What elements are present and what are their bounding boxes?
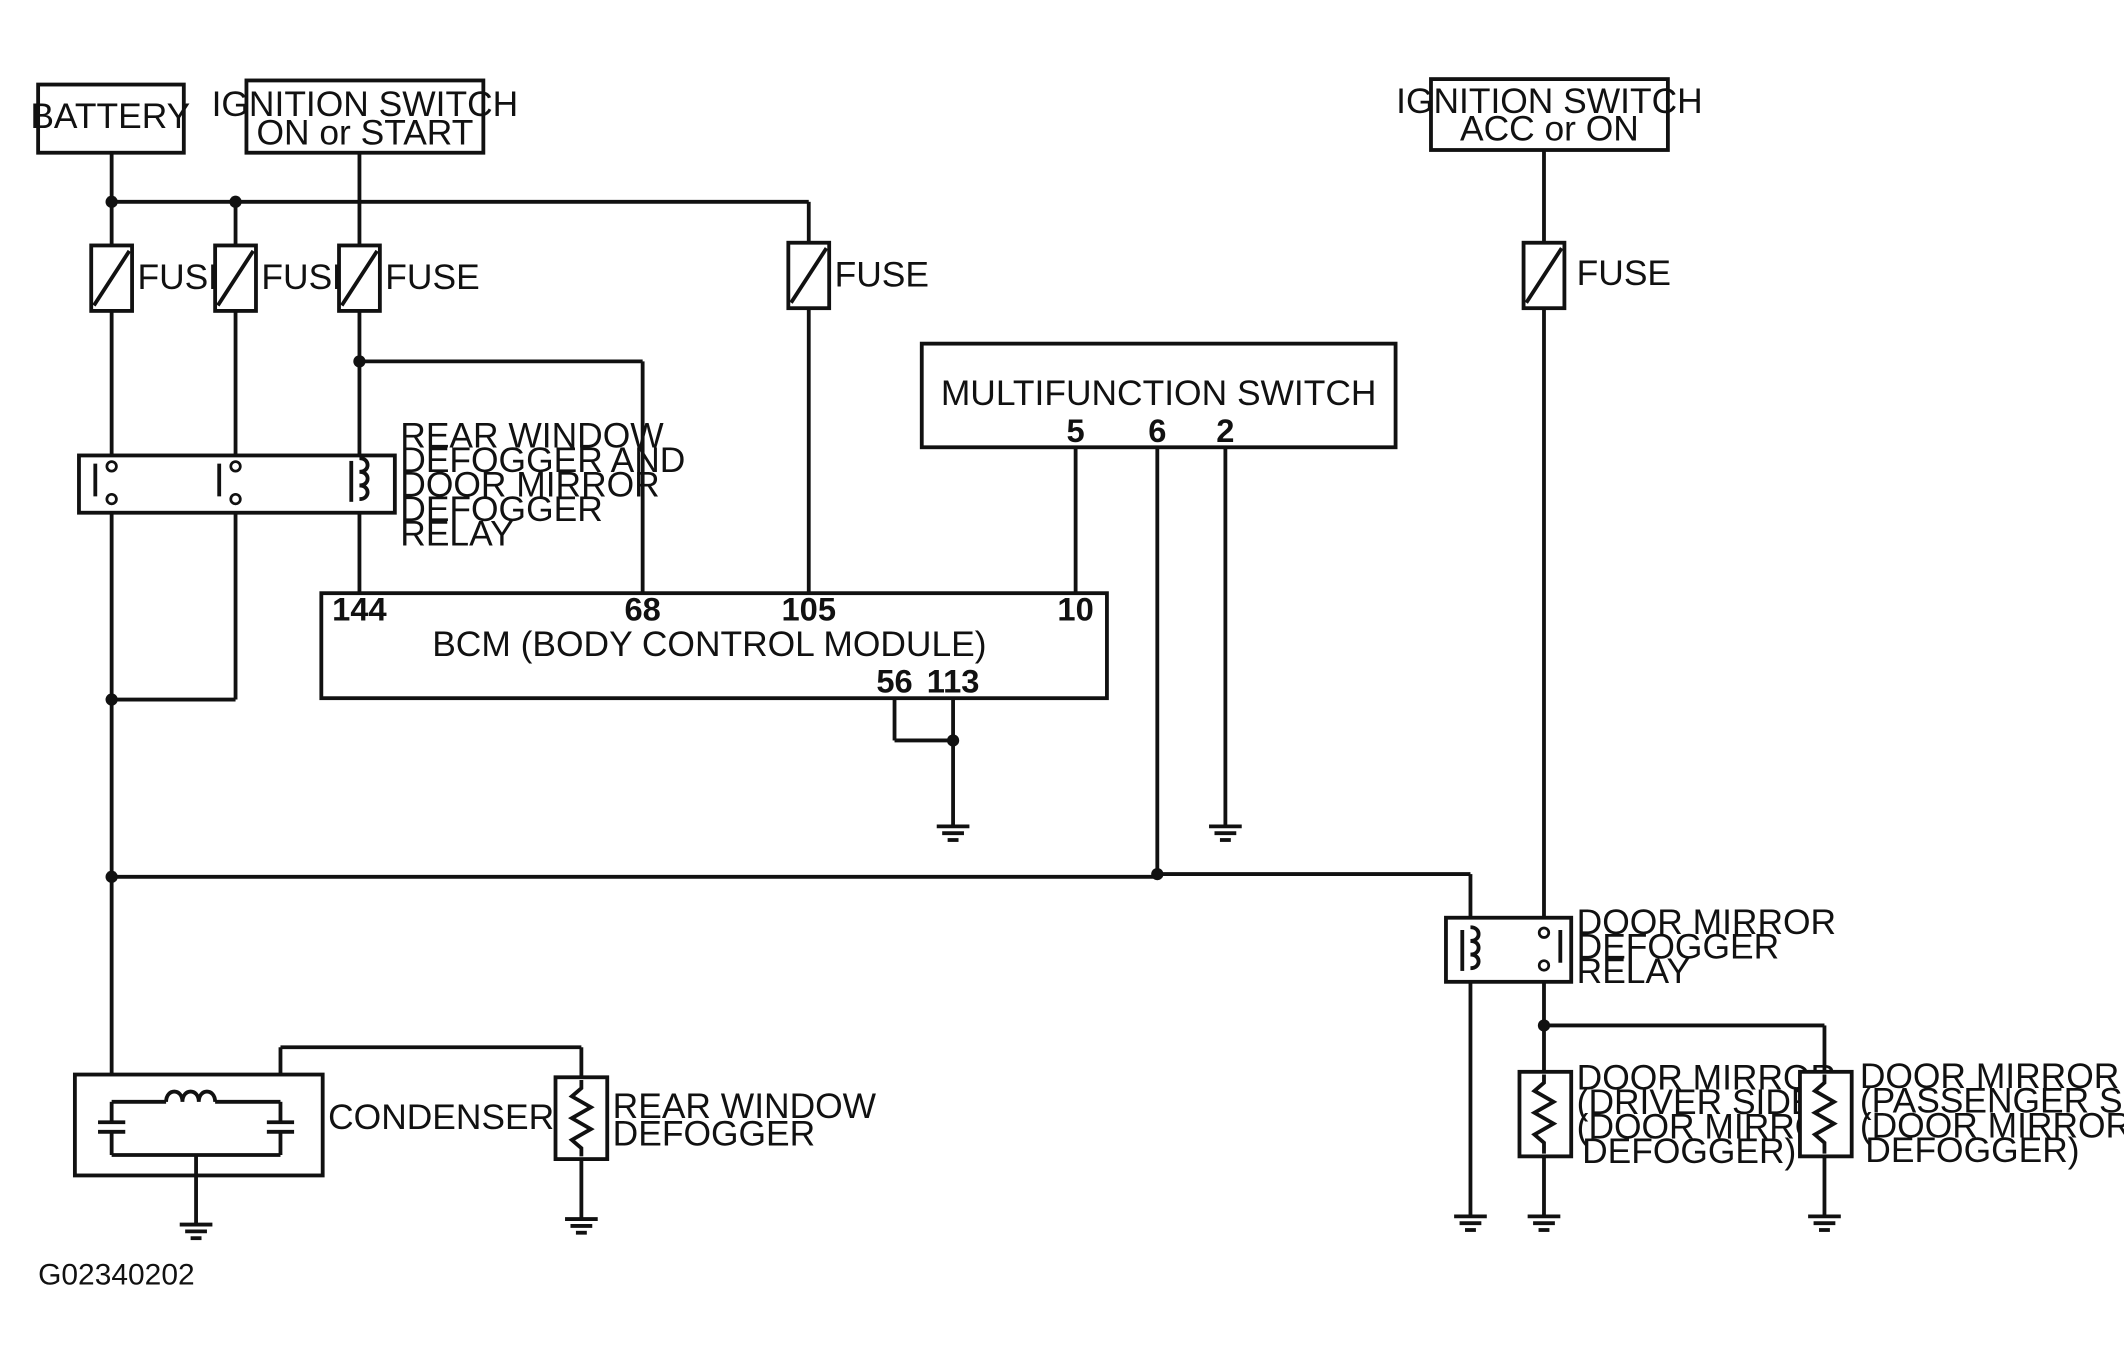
- svg-text:DOOR MIRROR: DOOR MIRROR: [1860, 1056, 2119, 1096]
- svg-text:CONDENSER: CONDENSER: [328, 1097, 554, 1137]
- svg-text:FUSE: FUSE: [835, 254, 929, 294]
- svg-text:DOOR MIRROR: DOOR MIRROR: [400, 464, 659, 504]
- svg-text:10: 10: [1057, 590, 1093, 627]
- wires: [109, 150, 1827, 1220]
- ground-icon: [1209, 824, 1242, 842]
- rear-window-defogger: REAR WINDOW DEFOGGER: [553, 1075, 877, 1161]
- svg-text:DEFOGGER AND: DEFOGGER AND: [400, 440, 685, 480]
- battery-box: BATTERY: [30, 82, 190, 155]
- svg-text:DEFOGGER: DEFOGGER: [400, 489, 602, 529]
- fuse-5: FUSE: [1521, 240, 1671, 311]
- multifunction-switch: MULTIFUNCTION SWITCH 5 6 2: [919, 341, 1398, 450]
- svg-text:BATTERY: BATTERY: [30, 96, 190, 136]
- svg-text:BCM (BODY CONTROL MODULE): BCM (BODY CONTROL MODULE): [432, 624, 986, 664]
- bcm-module: 144 68 105 10 BCM (BODY CONTROL MODULE) …: [319, 590, 1109, 701]
- svg-text:FUSE: FUSE: [1577, 253, 1671, 293]
- ground-icon: [565, 1217, 598, 1235]
- door-mirror-passenger-side: DOOR MIRROR (PASSENGER SIDE) (DOOR MIRRO…: [1798, 1056, 2124, 1170]
- svg-text:144: 144: [332, 590, 387, 627]
- svg-text:IGNITION SWITCH: IGNITION SWITCH: [212, 84, 519, 124]
- condenser: CONDENSER: [72, 1072, 554, 1225]
- svg-text:(DOOR MIRROR: (DOOR MIRROR: [1860, 1105, 2124, 1145]
- svg-text:DEFOGGER): DEFOGGER): [1582, 1131, 1796, 1171]
- rear-window-defogger-relay: REAR WINDOW DEFOGGER AND DOOR MIRROR DEF…: [77, 415, 685, 553]
- svg-text:113: 113: [927, 663, 980, 700]
- svg-text:(PASSENGER SIDE): (PASSENGER SIDE): [1860, 1081, 2124, 1121]
- fuse-4: FUSE: [786, 240, 929, 311]
- svg-text:REAR WINDOW: REAR WINDOW: [400, 415, 664, 455]
- fuse-3: FUSE: [337, 243, 480, 313]
- svg-text:(DRIVER SIDE): (DRIVER SIDE): [1577, 1082, 1827, 1122]
- svg-text:105: 105: [782, 590, 837, 627]
- ground-icon: [936, 824, 970, 842]
- door-mirror-defogger-relay: DOOR MIRROR DEFOGGER RELAY: [1444, 902, 1836, 991]
- svg-text:5: 5: [1067, 412, 1085, 449]
- svg-text:MULTIFUNCTION SWITCH: MULTIFUNCTION SWITCH: [941, 373, 1377, 413]
- svg-text:68: 68: [624, 590, 660, 627]
- fuse-2: FUSE: [213, 243, 356, 313]
- ground-symbols: [179, 824, 1841, 1241]
- ground-icon: [179, 1222, 213, 1241]
- svg-text:IGNITION SWITCH: IGNITION SWITCH: [1396, 81, 1703, 121]
- svg-text:FUSE: FUSE: [385, 257, 479, 297]
- figure-code: G02340202: [38, 1259, 195, 1292]
- ignition-switch-acc-on: IGNITION SWITCH ACC or ON: [1396, 77, 1703, 152]
- svg-text:6: 6: [1148, 412, 1166, 449]
- svg-text:2: 2: [1216, 412, 1234, 449]
- svg-text:DEFOGGER: DEFOGGER: [613, 1113, 815, 1153]
- ignition-switch-on-start: IGNITION SWITCH ON or START: [212, 78, 519, 155]
- svg-text:DEFOGGER): DEFOGGER): [1865, 1130, 2079, 1170]
- svg-text:DOOR MIRROR: DOOR MIRROR: [1577, 1058, 1836, 1098]
- ground-icon: [1454, 1214, 1487, 1232]
- fuse-1: FUSE: [89, 243, 232, 313]
- svg-text:56: 56: [876, 663, 912, 700]
- svg-text:REAR WINDOW: REAR WINDOW: [613, 1086, 877, 1126]
- svg-text:ON or START: ON or START: [256, 113, 473, 153]
- svg-text:RELAY: RELAY: [1577, 951, 1690, 991]
- svg-text:DEFOGGER: DEFOGGER: [1577, 927, 1779, 967]
- svg-text:RELAY: RELAY: [400, 513, 513, 553]
- ground-icon: [1527, 1214, 1561, 1232]
- ground-icon: [1808, 1214, 1841, 1232]
- svg-text:DOOR MIRROR: DOOR MIRROR: [1577, 902, 1836, 942]
- svg-text:ACC or ON: ACC or ON: [1460, 108, 1639, 148]
